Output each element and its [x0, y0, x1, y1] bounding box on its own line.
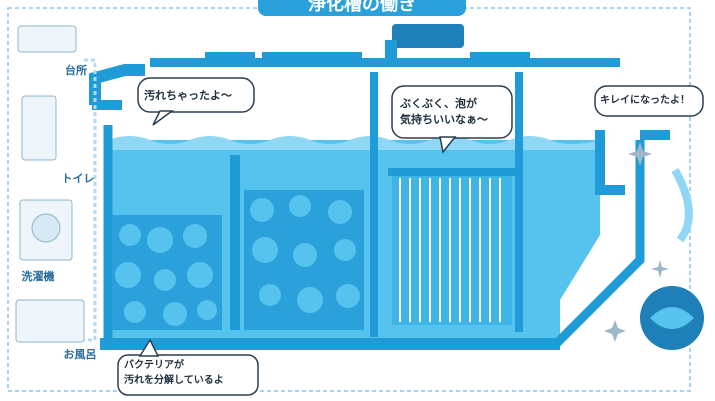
bubble-dirty [137, 77, 255, 113]
bubble-clean [594, 85, 704, 117]
kitchen-sink-icon [17, 25, 77, 53]
bubble-aeration-line1: ぶくぶく、泡が [400, 97, 477, 110]
tank-top-rim [150, 58, 620, 67]
aeration-frame-top [388, 168, 516, 176]
bubble-bacteria-tail [138, 338, 160, 357]
bubble-dirty-tail [152, 110, 175, 126]
bubble-bacteria-line1: バクテリアが [124, 360, 184, 371]
water-surface [108, 136, 600, 150]
blower-stand [385, 40, 397, 62]
manhole-cover-3 [470, 52, 530, 59]
inlet-pipe-mouth [92, 100, 122, 110]
bathtub-icon [15, 299, 85, 343]
bubble-dirty-text: 汚れちゃったよ〜 [144, 89, 232, 102]
globe-fish [650, 307, 694, 329]
aeration-media [392, 175, 512, 325]
filter-media-2-bubbles [250, 195, 360, 313]
washing-machine-door [31, 213, 61, 243]
filter-media-1-bubbles [115, 224, 217, 326]
bubble-aeration-tail [439, 136, 457, 154]
source-label-toilet: トイレ [61, 172, 95, 185]
chamber-divider-2 [370, 72, 378, 337]
bubble-bacteria [117, 354, 259, 396]
manhole-cover-2 [262, 52, 362, 59]
source-label-kitchen: 台所 [65, 64, 87, 77]
bubble-bacteria-line2: 汚れを分解しているよ [124, 375, 224, 386]
bubble-aeration-line2: 気持ちいいなぁ〜 [400, 113, 488, 126]
source-pipe [84, 58, 97, 342]
blower-icon [392, 24, 464, 48]
source-label-bath: お風呂 [63, 348, 97, 361]
chamber-divider-3 [515, 72, 523, 332]
tank-bottom [100, 338, 560, 350]
toilet-icon [21, 95, 57, 161]
manhole-cover-1 [205, 52, 255, 59]
outlet-pipe [595, 130, 625, 195]
sparkle-icons [604, 142, 669, 342]
chamber-divider-1 [230, 155, 240, 330]
aeration-media-lines [399, 178, 501, 322]
outflow-arrow [671, 168, 693, 243]
page-title: 浄化槽の働き [258, 0, 466, 16]
outlet-cap [640, 130, 670, 140]
bubble-clean-text: キレイになったよ！ [600, 95, 690, 106]
source-label-washer: 洗濯機 [21, 270, 55, 283]
